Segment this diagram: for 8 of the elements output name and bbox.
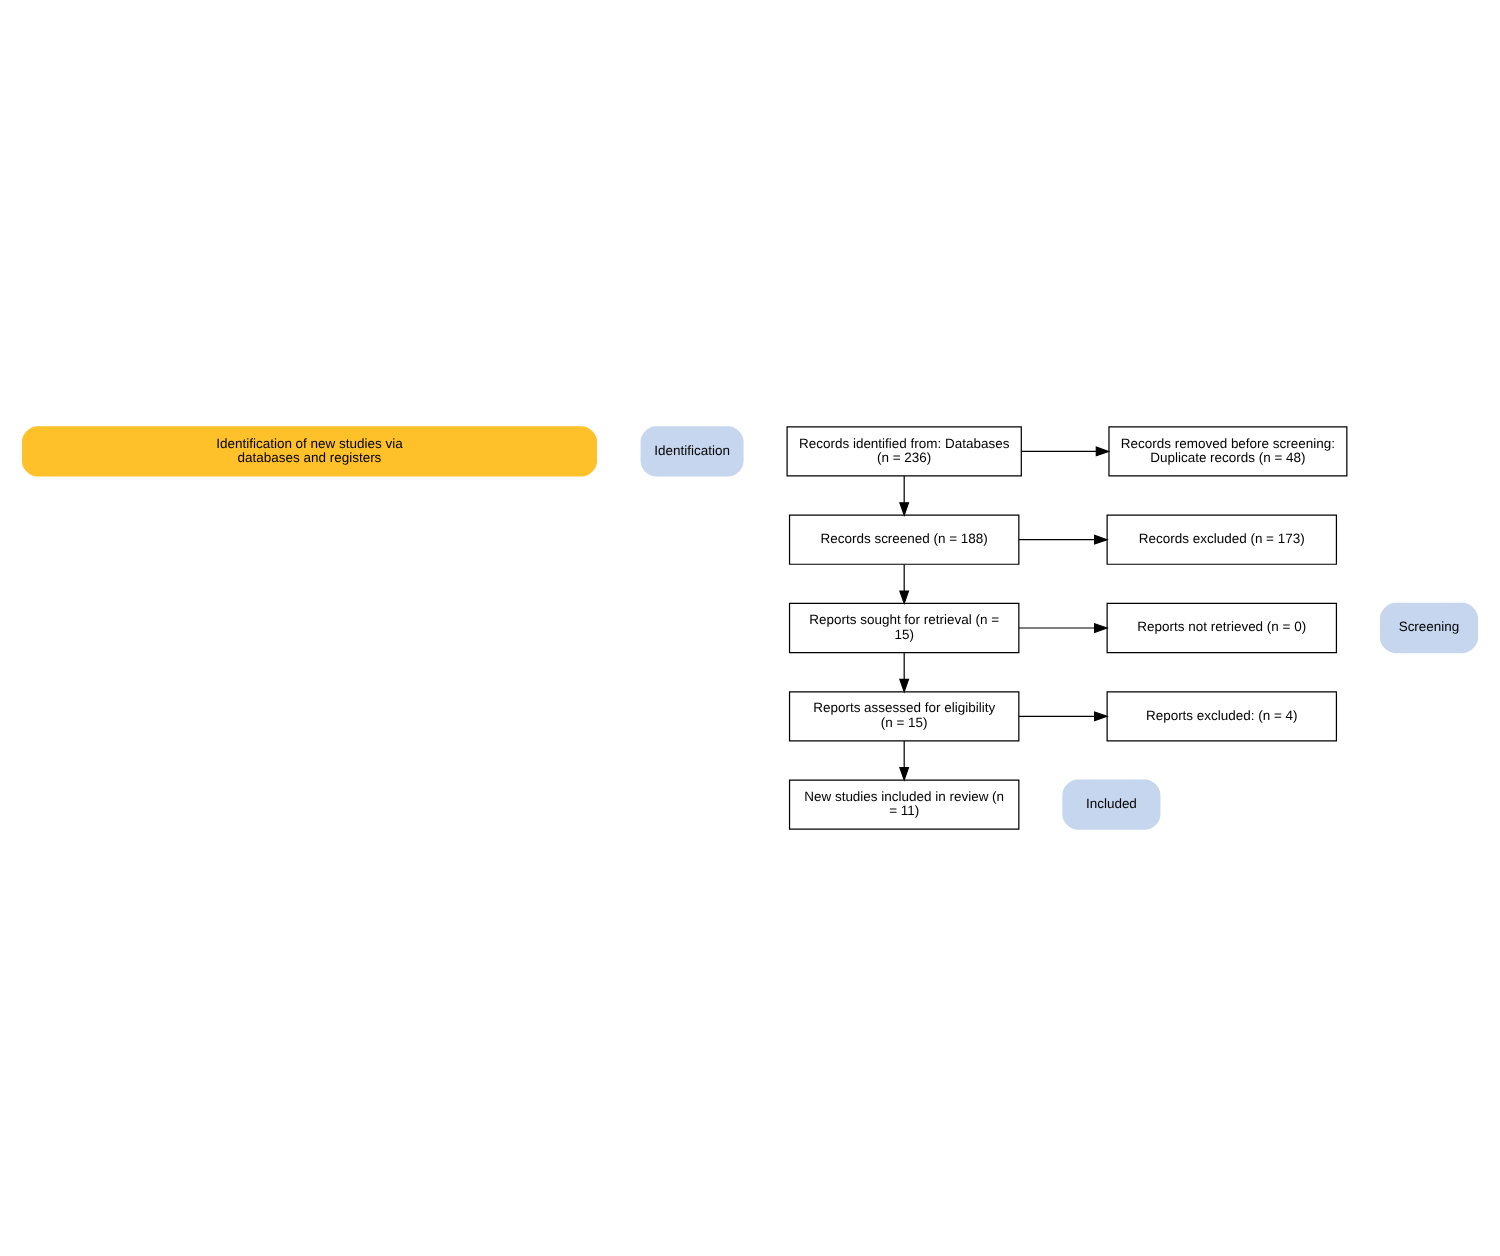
- arrow: [1020, 446, 1111, 457]
- arrow: [1018, 534, 1109, 545]
- arrow: [899, 563, 910, 606]
- arrow: [899, 475, 910, 517]
- arrow: [1018, 711, 1109, 722]
- arrow: [899, 740, 910, 782]
- arrow: [899, 652, 910, 694]
- arrow: [1018, 622, 1109, 634]
